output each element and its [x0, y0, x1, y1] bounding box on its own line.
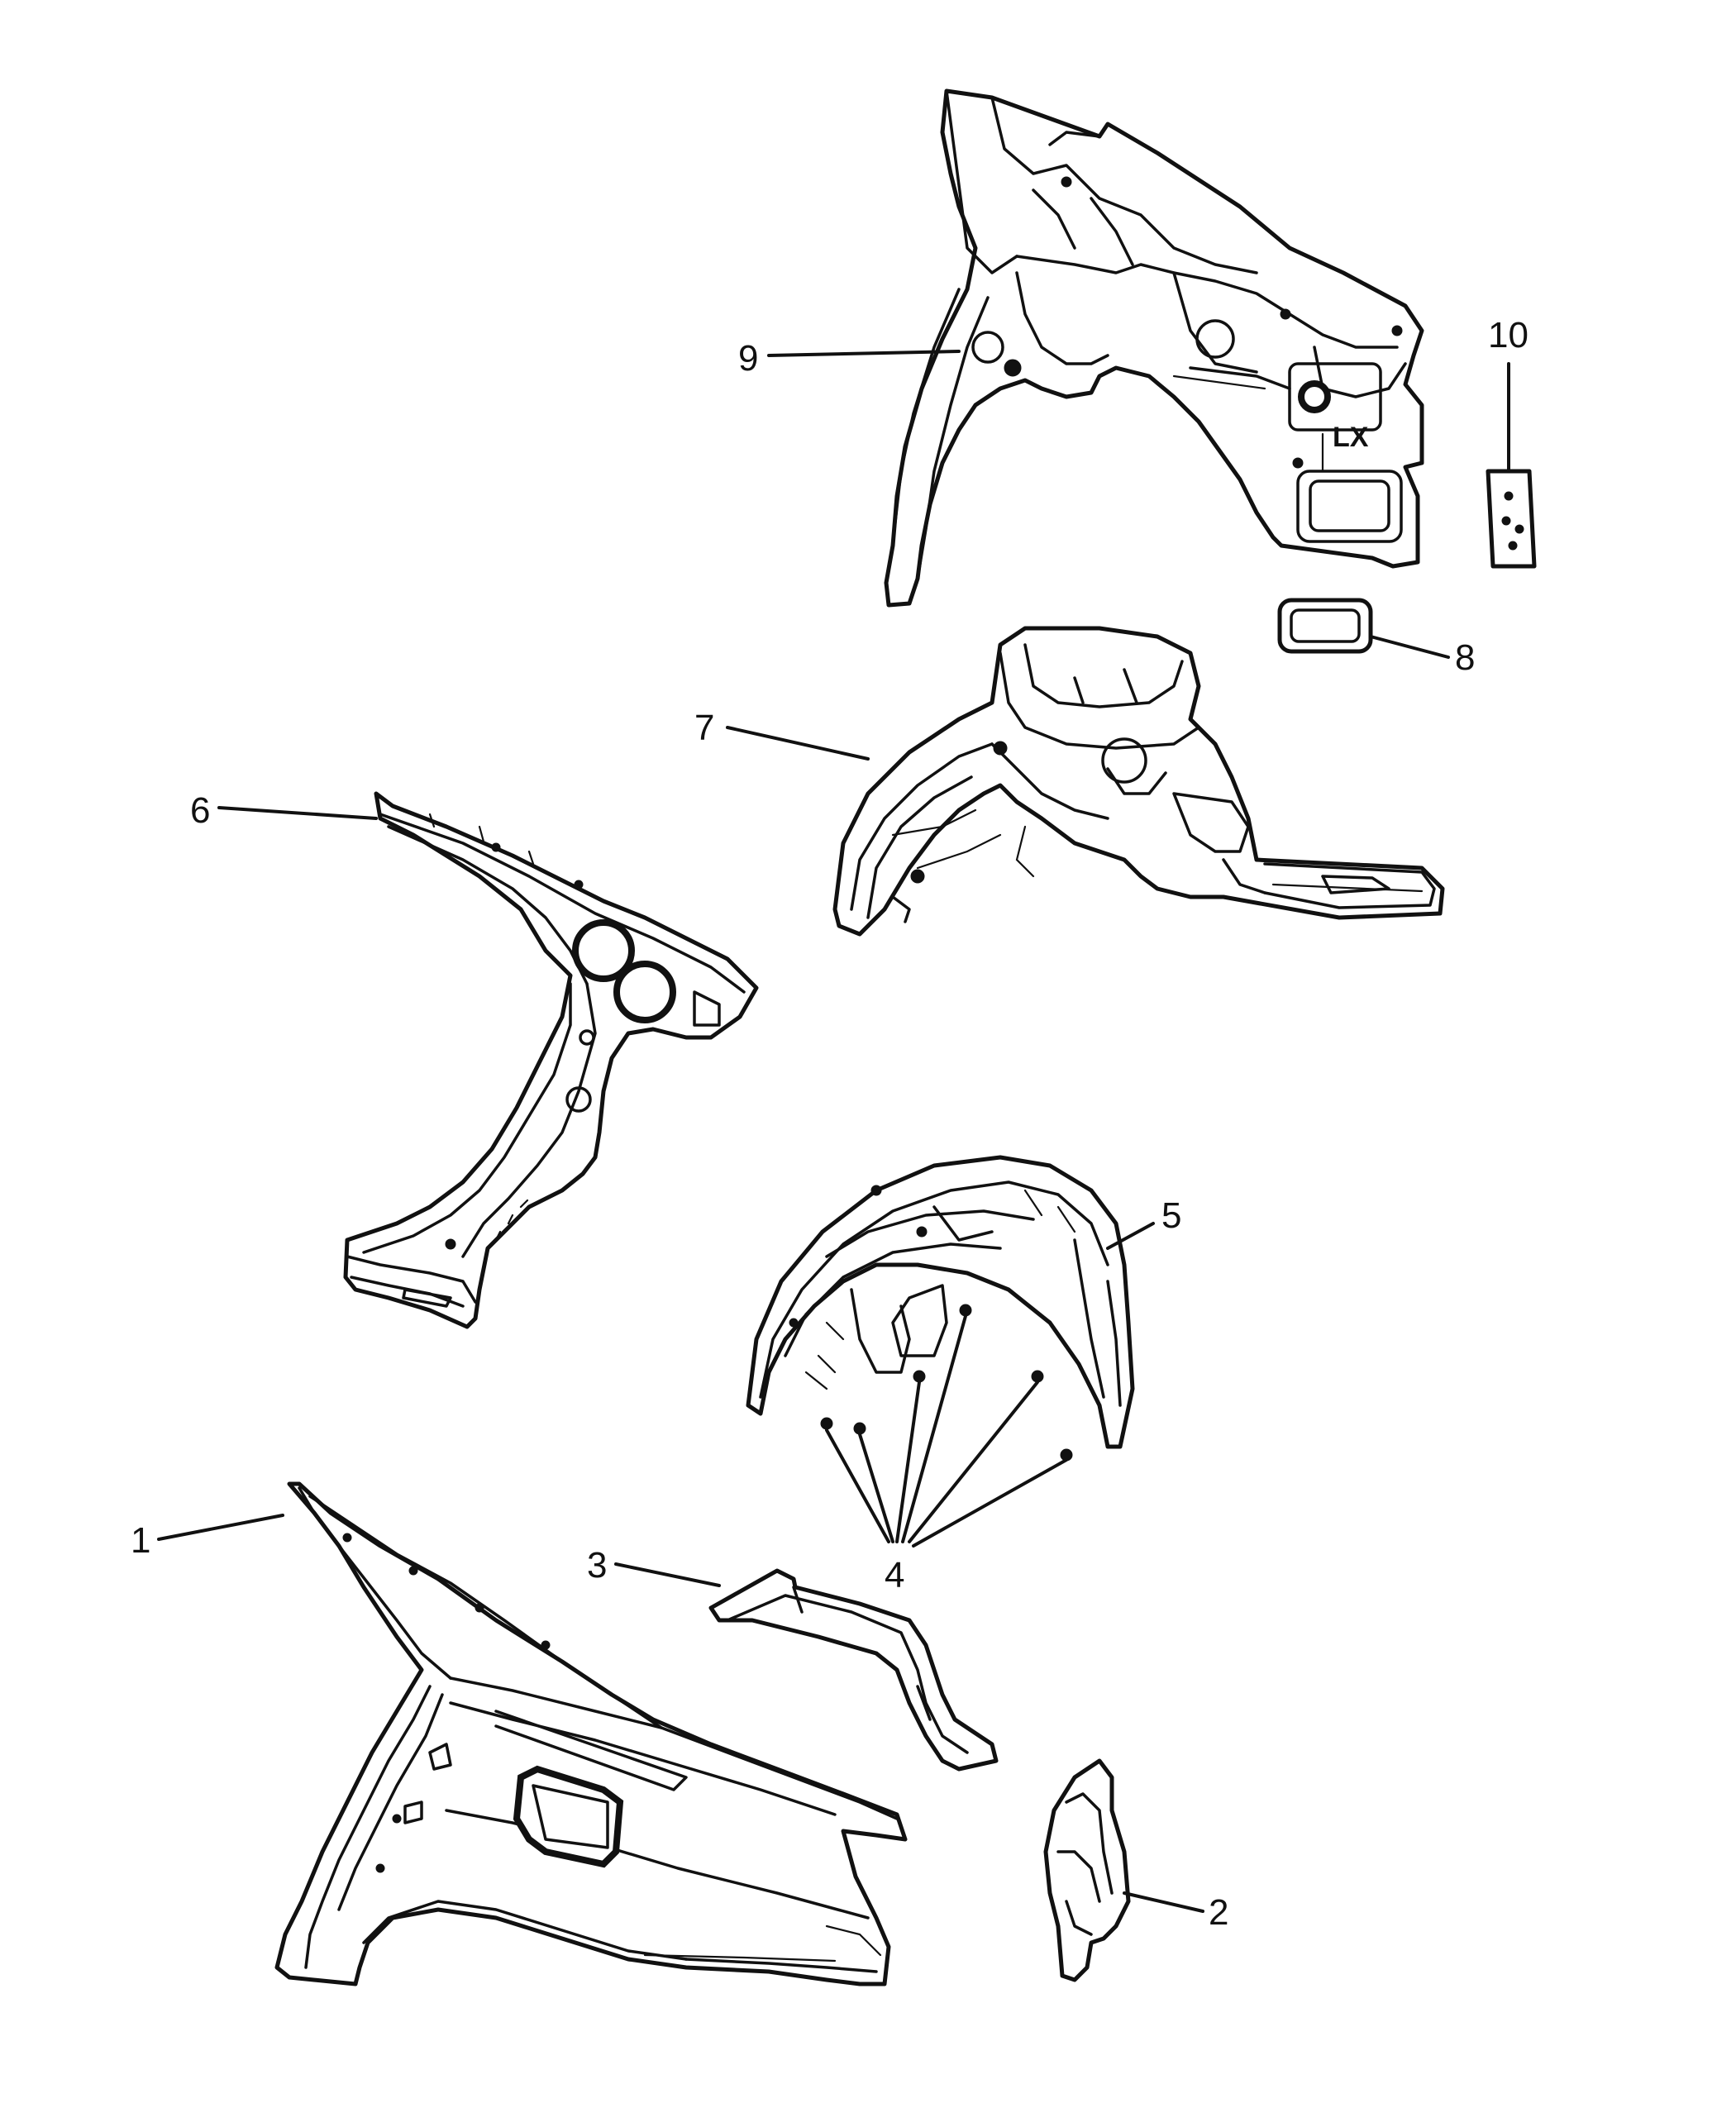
part-2-bracket	[1043, 1758, 1131, 1982]
part-9-quarter-inner-panel: LX	[884, 88, 1424, 608]
leader-6	[217, 806, 378, 820]
callout-3: 3	[587, 1545, 607, 1586]
leader-4b	[858, 1433, 894, 1543]
leader-7	[726, 726, 870, 761]
leader-1	[157, 1514, 284, 1541]
leader-5	[1106, 1222, 1155, 1250]
part-stamp-lx: LX	[1333, 422, 1369, 453]
leader-4f	[912, 1458, 1068, 1548]
callout-6: 6	[190, 790, 210, 831]
callout-8: 8	[1455, 637, 1475, 678]
part-3-extension	[708, 1568, 999, 1772]
callout-2: 2	[1209, 1892, 1228, 1933]
part-10-tag	[1486, 469, 1537, 569]
callout-1: 1	[131, 1520, 150, 1561]
callouts: 1 2 3 4 5 6 7 8 9 10	[131, 315, 1529, 1933]
leader-4d	[901, 1314, 967, 1543]
callout-5: 5	[1161, 1195, 1181, 1236]
callout-4: 4	[885, 1555, 904, 1595]
leader-9	[767, 350, 961, 357]
leader-4e	[908, 1381, 1039, 1543]
part-8-plug	[1277, 598, 1373, 654]
part-7-wheelhouse-inner	[832, 626, 1445, 937]
leader-4c	[895, 1381, 921, 1543]
part-5-wheelhouse-liner	[746, 1155, 1135, 1449]
callout-10: 10	[1488, 315, 1529, 355]
callout-9: 9	[738, 338, 758, 379]
leader-lines	[157, 350, 1510, 1913]
callout-7: 7	[694, 708, 714, 748]
part-1-quarter-panel	[274, 1481, 908, 1986]
part-6-pillar-inner	[343, 791, 759, 1329]
leader-2	[1123, 1891, 1204, 1913]
leader-8	[1369, 635, 1450, 659]
leader-3	[614, 1562, 721, 1587]
leader-4a	[825, 1428, 890, 1543]
